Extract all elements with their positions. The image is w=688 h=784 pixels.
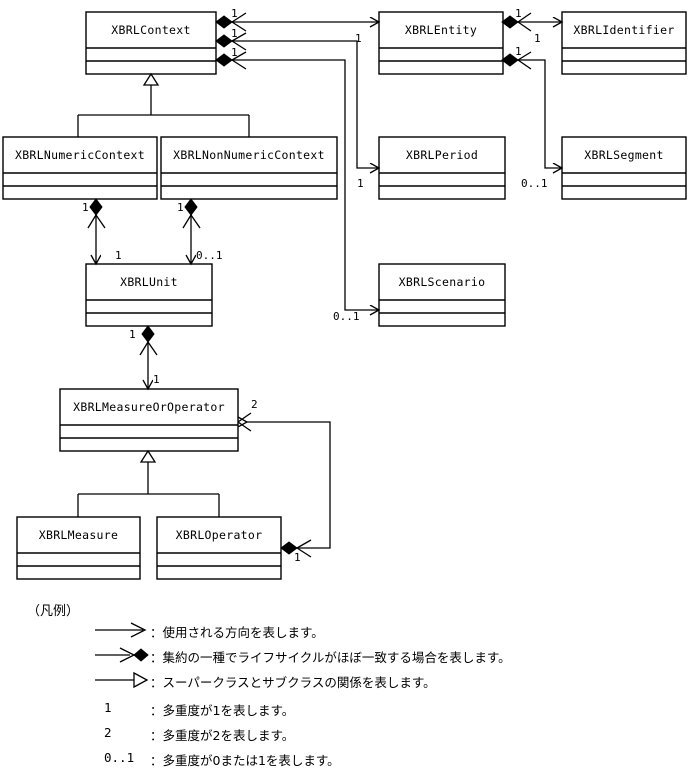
class-frame (561, 136, 687, 200)
edge-unit-measureoroperator (139, 325, 158, 389)
class-name-xbrlmeasureoroperator: XBRLMeasureOrOperator (73, 400, 225, 414)
legend-arrow-diamond-icon (95, 647, 149, 663)
class-box-layer (2, 11, 687, 580)
class-name-xbrlperiod: XBRLPeriod (405, 148, 479, 162)
multiplicity-m-entity-segment-src: 1 (515, 45, 522, 58)
class-name-xbrlscenario: XBRLScenario (398, 275, 486, 289)
class-box-xbrlmeasureoroperator (59, 388, 239, 452)
class-name-xbrlidentifier: XBRLIdentifier (573, 23, 675, 37)
edge-nonnumericcontext-unit (182, 198, 201, 264)
class-box-xbrlsegment (561, 136, 687, 200)
class-box-xbrlnonnumericcontext (160, 136, 338, 200)
legend-symbol-layer (95, 622, 149, 689)
multiplicity-m-numeric-unit-src: 1 (82, 201, 89, 214)
multiplicity-m-entity-identifier-src: 1 (515, 7, 522, 20)
class-frame (2, 136, 158, 200)
class-name-xbrlmeasure: XBRLMeasure (38, 528, 119, 542)
multiplicity-m-measureoroperator-tgt: 1 (153, 373, 160, 386)
class-name-xbrlsegment: XBRLSegment (584, 148, 664, 162)
multiplicity-m-unit-target-right: 0..1 (196, 249, 223, 262)
class-frame (378, 11, 504, 75)
class-frame (156, 516, 282, 580)
edge-numericcontext-unit (87, 198, 106, 264)
multiplicity-m-period-target: 1 (357, 177, 364, 190)
multiplicity-m-measureoroperator-two: 2 (251, 398, 258, 411)
edge-entity-segment (501, 51, 562, 168)
edge-context-period (215, 32, 379, 168)
edge-operator-measureoroperator (237, 412, 331, 558)
edge-generalization-measureoroperator (77, 449, 220, 517)
class-frame (561, 11, 687, 75)
class-box-xbrlunit (85, 263, 213, 327)
class-frame (59, 388, 239, 452)
edge-layer (77, 12, 562, 558)
class-box-xbrlentity (378, 11, 504, 75)
class-frame (85, 263, 213, 327)
class-box-xbrlidentifier (561, 11, 687, 75)
class-frame (85, 11, 217, 75)
class-box-xbrlscenario (378, 263, 506, 327)
edge-entity-identifier (501, 12, 562, 32)
multiplicity-m-context-entity-src: 1 (231, 7, 238, 20)
multiplicity-m-operator-src: 1 (294, 551, 301, 564)
multiplicity-m-nonnumeric-unit-src: 1 (177, 201, 184, 214)
edge-context-entity (215, 12, 379, 32)
class-frame (378, 263, 506, 327)
edge-context-scenario (215, 51, 379, 310)
multiplicity-m-context-scenario-src: 1 (231, 46, 238, 59)
multiplicity-m-context-period-src: 1 (231, 27, 238, 40)
legend-arrow-hollow-tri-icon (95, 671, 149, 689)
class-name-xbrloperator: XBRLOperator (175, 528, 263, 542)
multiplicity-m-identifier-target: 1 (534, 32, 541, 45)
class-box-xbrlperiod (378, 136, 506, 200)
multiplicity-m-entity-target: 1 (355, 32, 362, 45)
class-name-xbrlnumericcontext: XBRLNumericContext (14, 148, 146, 162)
multiplicity-m-unit-measure-src: 1 (129, 328, 136, 341)
class-box-xbrlcontext (85, 11, 217, 75)
class-frame (16, 516, 141, 580)
edge-generalization-context (77, 72, 250, 137)
class-box-xbrlmeasure (16, 516, 141, 580)
class-name-xbrlcontext: XBRLContext (111, 23, 191, 37)
class-box-xbrloperator (156, 516, 282, 580)
class-name-xbrlentity: XBRLEntity (404, 23, 478, 37)
class-box-xbrlnumericcontext (2, 136, 158, 200)
class-name-xbrlunit: XBRLUnit (120, 275, 178, 289)
multiplicity-m-scenario-target: 0..1 (333, 310, 360, 323)
legend-arrow-open-icon (95, 622, 147, 638)
multiplicity-m-unit-target-left: 1 (115, 249, 122, 262)
multiplicity-m-segment-target: 0..1 (521, 177, 548, 190)
class-name-xbrlnonnumericcontext: XBRLNonNumericContext (173, 148, 325, 162)
class-frame (160, 136, 338, 200)
